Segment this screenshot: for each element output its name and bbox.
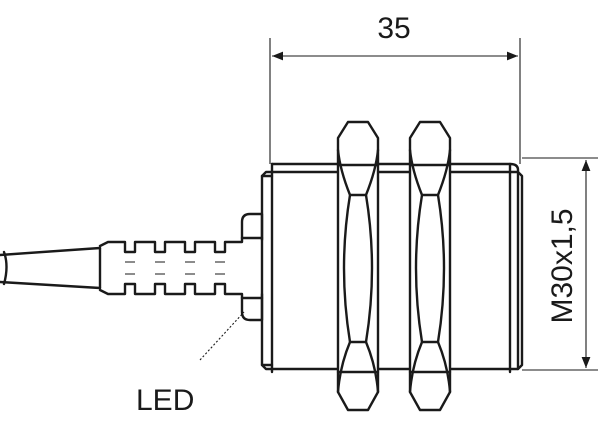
thread-dimension-label: M30x1,5 (546, 208, 579, 323)
led-lenses (240, 212, 264, 322)
sensor-body (260, 162, 524, 374)
lock-nut-right (408, 120, 452, 412)
thread-dimension: M30x1,5 (522, 157, 598, 371)
length-dimension-label: 35 (377, 12, 410, 45)
cable (0, 246, 102, 290)
led-callout: LED (136, 311, 245, 417)
led-label: LED (136, 384, 194, 417)
length-dimension: 35 (269, 12, 521, 164)
strain-relief (98, 236, 244, 300)
lock-nut-left (336, 120, 380, 412)
